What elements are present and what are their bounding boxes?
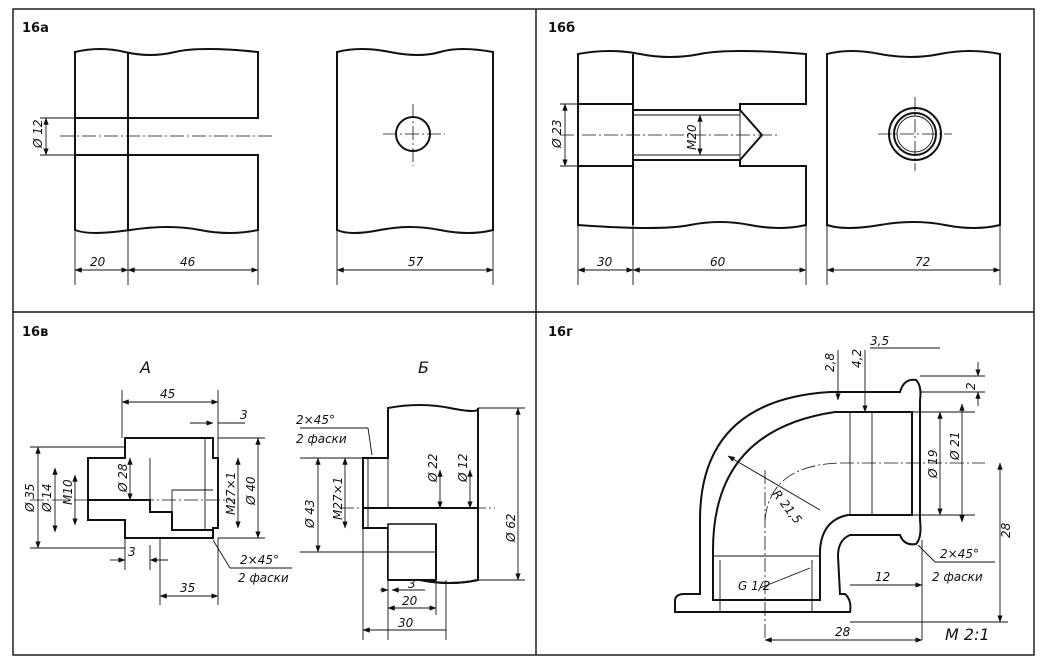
dim-b-d43: Ø 43 [303,499,317,529]
dim-g-2: 2 [964,382,978,390]
dim-a-d28: Ø 28 [116,463,130,493]
dim-g-d19: Ø 19 [926,449,940,479]
dim-g-r215: R 21,5 [770,487,805,526]
front-view-16a [336,48,494,234]
section-view-16a [60,48,275,234]
dim-a-3b: 3 [128,545,136,559]
dim-b-30: 30 [398,616,414,630]
panel-label-16v: 16в [22,325,48,340]
dimensions-16g: R 21,5 G 1/2 2,8 4,2 3,5 2 Ø 19 Ø 21 28 [727,334,1013,644]
dim-b-20: 20 [402,594,418,608]
dim-g-chamfer: 2×45° [940,547,979,561]
dimensions-16b: Ø 23 M20 30 60 72 [550,103,1001,285]
dim-16a-20: 20 [90,255,106,269]
dim-g-12: 12 [875,570,890,584]
dim-a-chamfer-note: 2 фаски [238,571,289,585]
elbow-fitting-section [674,378,985,640]
dim-16b-60: 60 [710,255,726,269]
dim-16b-m20: M20 [685,124,699,150]
dim-16b-30: 30 [597,255,613,269]
dim-a-3: 3 [240,408,248,422]
panel-16g: 16г R 21,5 G 1/2 2,8 4,2 3,5 [548,325,1013,644]
dim-g-42: 4,2 [850,349,864,368]
part-b-title: Б [418,358,429,377]
dimensions-16a: Ø 12 20 46 57 [31,117,494,285]
part-a-drawing: А 45 3 Ø 35 Ø 14 M10 Ø 28 [23,358,292,605]
dim-16b-d23: Ø 23 [550,119,564,149]
panel-16a: 16а Ø 12 20 46 [22,21,494,285]
dim-a-35: 35 [180,581,195,595]
panel-16b: 16б Ø [548,21,1001,285]
dim-g-28c: 28 [835,625,851,639]
part-b-drawing: Б 2×45° 2 фаски Ø 43 M27×1 Ø 22 Ø 12 [296,358,525,640]
dim-16a-57: 57 [408,255,424,269]
dim-a-d14: Ø 14 [40,483,54,513]
panel-label-16g: 16г [548,325,573,340]
panel-label-16a: 16а [22,21,49,36]
dim-b-d62: Ø 62 [504,513,518,543]
dim-b-chamfer-note: 2 фаски [296,432,347,446]
dim-16a-46: 46 [180,255,196,269]
scale-label: М 2:1 [945,625,990,644]
section-view-16b [560,50,807,229]
dim-g-28: 2,8 [823,353,837,372]
dim-a-chamfer: 2×45° [240,553,279,567]
dim-b-3: 3 [408,577,416,591]
front-view-16b [826,50,1001,229]
dim-a-d40: Ø 40 [244,476,258,506]
dim-a-45: 45 [160,387,175,401]
sheet-frame [12,8,1035,656]
dim-a-m10: M10 [61,479,75,505]
dim-a-m27: M27×1 [224,472,238,515]
part-a-title: А [139,358,151,377]
dim-g-chamfer-note: 2 фаски [932,570,983,584]
dim-b-d12: Ø 12 [456,453,470,483]
dim-16b-72: 72 [915,255,930,269]
dim-g-d21: Ø 21 [948,431,962,461]
dim-g-35: 3,5 [870,334,889,348]
dim-b-m27: M27×1 [331,477,345,520]
panel-label-16b: 16б [548,21,575,36]
dim-16a-d12: Ø 12 [31,119,45,149]
dim-b-d22: Ø 22 [426,453,440,483]
dim-a-d35: Ø 35 [23,483,37,513]
dim-g-28b: 28 [999,522,1013,538]
dim-g-thread: G 1/2 [738,579,770,593]
dim-b-chamfer: 2×45° [296,413,335,427]
panel-16v: 16в А 45 3 Ø 35 Ø 14 M10 [22,325,525,640]
